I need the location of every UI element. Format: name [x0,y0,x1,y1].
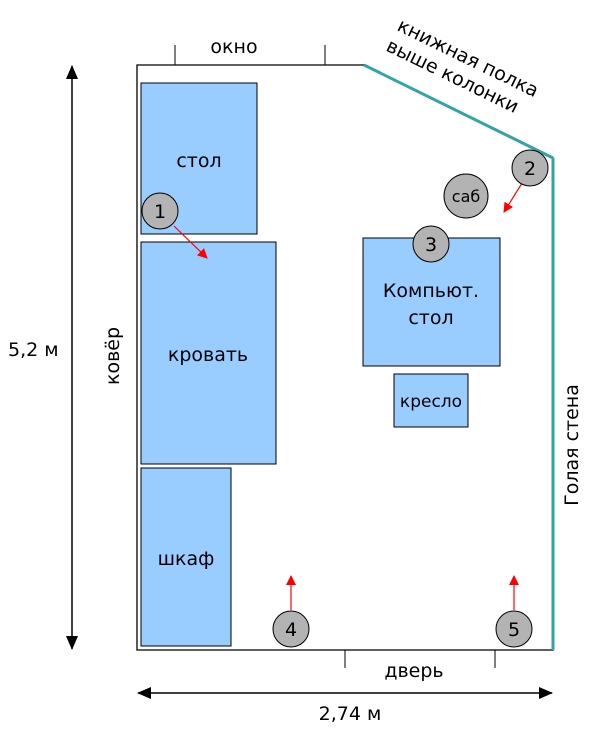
wardrobe: шкаф [140,467,232,647]
armchair-label: кресло [400,392,462,412]
window-label: окно [210,36,257,58]
wardrobe-label: шкаф [158,548,215,570]
carpet-label: ковёр [102,327,124,385]
svg-text:1: 1 [154,201,166,223]
door-label: дверь [384,660,443,682]
computer-desk-label-line2: стол [408,307,453,329]
table-label: стол [176,150,221,172]
speaker-1-direction-arrow [173,225,208,259]
marker-3: 3 [412,225,450,263]
marker-4: 4 [272,610,310,648]
speaker-2-direction-arrow [503,179,525,213]
armchair: кресло [393,373,469,428]
height-dimension-label: 5,2 м [8,339,59,361]
bed: кровать [140,241,277,465]
subwoofer-label: саб [452,187,480,206]
bookshelf-label: книжная полка выше колонки [383,15,542,118]
bed-label: кровать [168,344,248,366]
marker-5: 5 [495,610,533,648]
marker-2: 2 [511,149,549,187]
subwoofer: саб [443,173,489,219]
bare-wall-label: Голая стена [561,384,583,506]
svg-text:3: 3 [425,234,437,256]
svg-text:2: 2 [524,158,536,180]
computer-desk-label-line1: Компьют. [383,280,479,302]
svg-text:5: 5 [508,619,520,641]
width-dimension-label: 2,74 м [319,703,382,725]
svg-text:4: 4 [285,619,297,641]
marker-1: 1 [141,192,179,230]
bookshelf-wall [363,63,554,160]
